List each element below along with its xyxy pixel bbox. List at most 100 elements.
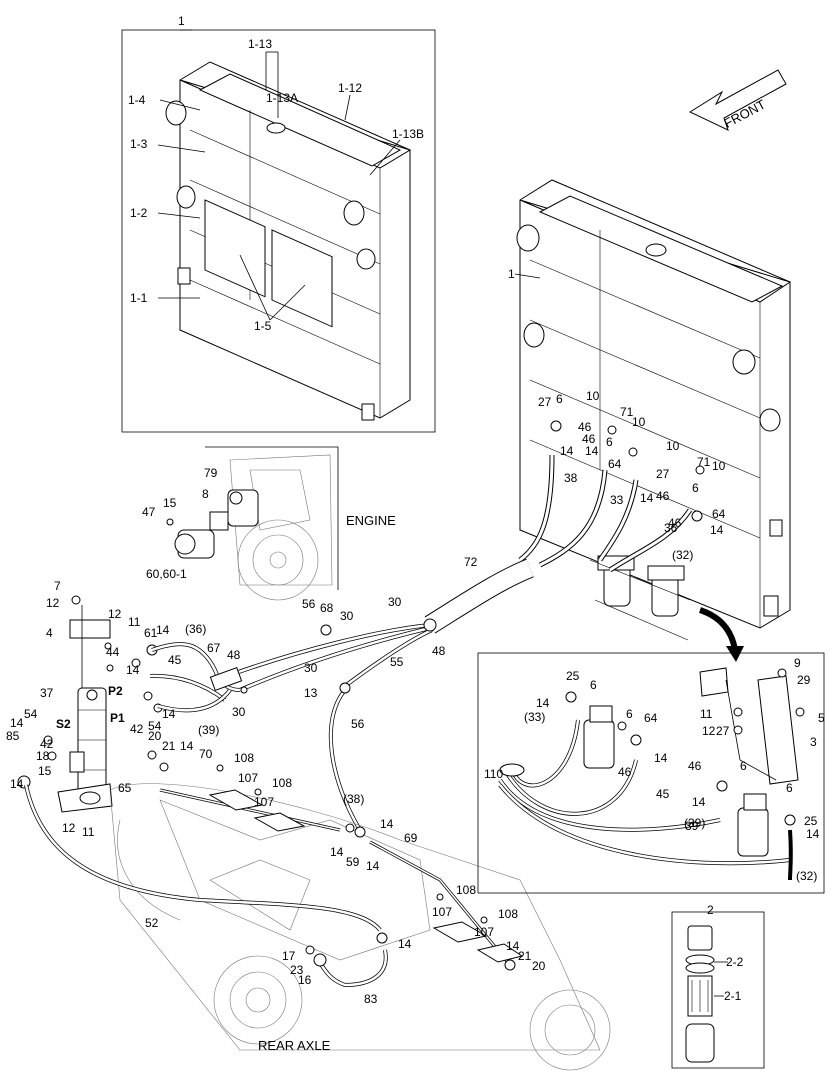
callout: 1-1 <box>130 291 148 305</box>
callout: 45 <box>656 787 670 801</box>
callout: 54 <box>148 719 162 733</box>
callout: 14 <box>806 827 820 841</box>
callout: 56 <box>302 597 316 611</box>
callout: 107 <box>474 925 494 939</box>
callout: 70 <box>199 747 213 761</box>
callout: 15 <box>38 764 52 778</box>
callout: 5 <box>818 711 825 725</box>
callout: 61 <box>144 626 158 640</box>
callout: 23 <box>290 963 304 977</box>
callout: 1-12 <box>338 81 362 95</box>
callout: 14 <box>10 716 24 730</box>
callout: 71 <box>697 455 711 469</box>
callout: 107 <box>432 905 452 919</box>
callout: 10 <box>632 415 646 429</box>
callout: 30 <box>232 705 246 719</box>
callout: 108 <box>498 907 518 921</box>
callout: 12 <box>108 607 122 621</box>
callout: 54 <box>24 707 38 721</box>
callout: 1-13B <box>392 127 424 141</box>
callout: 27 <box>656 467 670 481</box>
callout: 44 <box>106 645 120 659</box>
callout: 20 <box>148 729 162 743</box>
callout: 14 <box>536 696 550 710</box>
callout: 42 <box>130 722 144 736</box>
callout: 46 <box>688 759 702 773</box>
callout: 14 <box>180 739 194 753</box>
callout: 4 <box>46 626 53 640</box>
callout: 14 <box>654 751 668 765</box>
hose-bundle <box>229 420 705 832</box>
callout: 107 <box>238 771 258 785</box>
callout: 48 <box>432 644 446 658</box>
callout: 85 <box>6 729 20 743</box>
callout: 10 <box>586 389 600 403</box>
callout: (33) <box>524 710 545 724</box>
callout: 11 <box>128 615 141 629</box>
callout: 6 <box>556 392 563 406</box>
callout: 7 <box>54 579 61 593</box>
callout: 6 <box>692 481 699 495</box>
callout: 17 <box>282 949 296 963</box>
callout: 20 <box>532 959 546 973</box>
port-label: S2 <box>56 717 71 731</box>
callout: 55 <box>390 655 404 669</box>
callout: 10 <box>666 439 680 453</box>
callout: 12 <box>62 821 76 835</box>
callout: 1-2 <box>130 206 148 220</box>
callout: 110 <box>484 767 503 781</box>
callout: 13 <box>304 686 318 700</box>
callout: 6 <box>590 678 597 692</box>
callout: 1-4 <box>128 93 146 107</box>
callout: 25 <box>804 814 818 828</box>
callout: 14 <box>126 663 140 677</box>
front-arrow: FRONT <box>688 69 787 131</box>
callout: 16 <box>298 973 312 987</box>
callout: 60,60-1 <box>146 567 187 581</box>
callout: 72 <box>464 555 478 569</box>
callout: 8 <box>202 487 209 501</box>
callout: 69 <box>404 831 418 845</box>
callout: 27 <box>716 724 730 738</box>
radiator-detail-inset <box>121 29 436 433</box>
callout: 2-2 <box>726 955 744 969</box>
radiator-main <box>514 179 792 662</box>
callout: (39) <box>684 816 705 830</box>
callout: 27 <box>538 395 552 409</box>
callout: 67 <box>207 641 221 655</box>
callout: 14 <box>560 444 574 458</box>
filter-detail-inset <box>477 652 825 894</box>
callout: 71 <box>620 405 634 419</box>
callout: 14 <box>692 795 706 809</box>
callout: 33 <box>610 493 624 507</box>
callout: 2-1 <box>724 989 742 1003</box>
callout: 18 <box>36 749 50 763</box>
callout: 15 <box>163 496 177 510</box>
callout: 108 <box>272 776 292 790</box>
engine-inset <box>166 446 339 601</box>
callout: 2 <box>707 903 714 917</box>
callout: 64 <box>712 507 726 521</box>
callout: 46 <box>578 420 592 434</box>
callout: 65 <box>118 781 132 795</box>
callout: 21 <box>162 739 176 753</box>
callout: 1-13 <box>248 37 272 51</box>
callout: 64 <box>644 711 658 725</box>
callout: 59 <box>346 855 360 869</box>
callout: 46 <box>668 516 682 530</box>
callout: 30 <box>340 609 354 623</box>
callout: 11 <box>700 707 713 721</box>
rear-axle <box>24 750 611 1071</box>
callout: 12 <box>46 596 60 610</box>
callout: 1-5 <box>254 319 272 333</box>
callout: 14 <box>398 937 412 951</box>
callout: 108 <box>456 883 476 897</box>
callout: 64 <box>608 457 622 471</box>
callout: 1 <box>178 14 185 28</box>
callout: 39 <box>685 819 699 833</box>
callout: 14 <box>506 939 520 953</box>
callout: 46 <box>582 432 596 446</box>
callout: 25 <box>566 669 580 683</box>
callout: 14 <box>366 859 380 873</box>
